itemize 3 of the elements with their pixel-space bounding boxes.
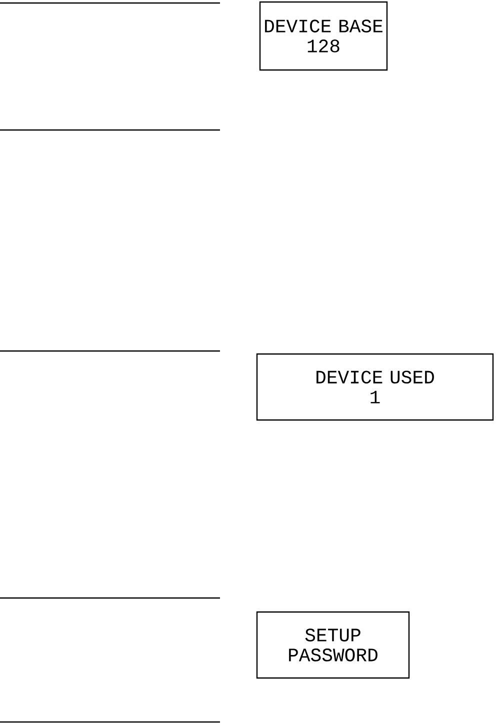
display-box: SETUP PASSWORD [256,611,410,679]
display-box: DEVICE USED 1 [256,353,494,421]
display-box: DEVICE BASE 128 [259,1,388,71]
